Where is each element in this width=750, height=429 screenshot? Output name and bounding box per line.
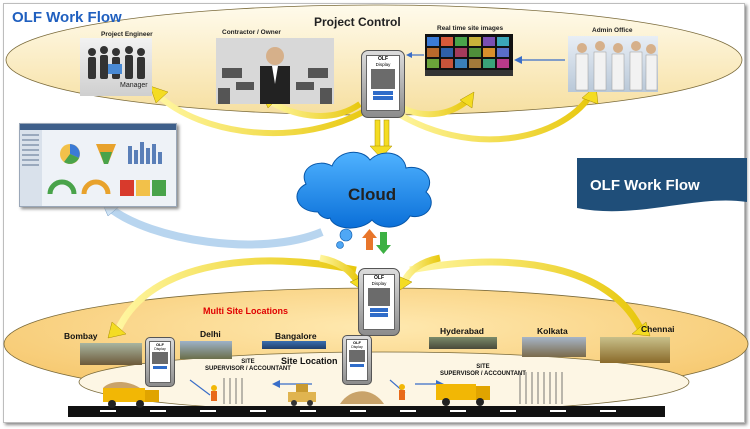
bombay-site-photo bbox=[80, 343, 142, 365]
chennai-site-photo bbox=[600, 337, 670, 363]
admin-office-label: Admin Office bbox=[592, 27, 633, 34]
delhi-site-photo bbox=[180, 341, 232, 359]
cloud-label: Cloud bbox=[348, 185, 397, 204]
project-engineer-photo bbox=[80, 38, 152, 96]
outer-frame bbox=[3, 3, 745, 423]
admin-office-photo bbox=[568, 36, 658, 92]
supervisor-left-line2: SUPERVISOR / ACCOUNTANT bbox=[205, 366, 291, 372]
olf-device-top: OLF Display bbox=[361, 50, 405, 118]
olf-device-bottom: OLF Display bbox=[358, 268, 400, 336]
manager-label: Manager bbox=[120, 82, 148, 89]
site-device-middle-title: OLF bbox=[353, 340, 361, 345]
supervisor-label-left: SITE SUPERVISOR / ACCOUNTANT bbox=[205, 359, 291, 373]
device-subtitle: Display bbox=[375, 62, 391, 67]
dashboard-screenshot bbox=[19, 123, 177, 207]
city-delhi: Delhi bbox=[200, 329, 221, 339]
city-hyderabad: Hyderabad bbox=[440, 326, 484, 336]
device-subtitle-bottom: Display bbox=[371, 281, 387, 286]
supervisor-label-right: SITE SUPERVISOR / ACCOUNTANT bbox=[440, 364, 526, 378]
road-strip bbox=[68, 406, 665, 417]
project-control-title: Project Control bbox=[314, 15, 401, 29]
site-device-left: OLF Display bbox=[145, 337, 175, 387]
arrow-to-chennai bbox=[409, 258, 644, 330]
bangalore-site-photo bbox=[262, 341, 326, 349]
banner-shape bbox=[577, 158, 747, 212]
realtime-images-photo-2 bbox=[425, 70, 513, 76]
site-location-label: Site Location bbox=[281, 356, 338, 366]
city-bangalore: Bangalore bbox=[275, 331, 317, 341]
site-device-left-title: OLF bbox=[156, 342, 164, 347]
supervisor-right-line2: SUPERVISOR / ACCOUNTANT bbox=[440, 371, 526, 377]
site-device-middle: OLF Display bbox=[342, 335, 372, 385]
multi-site-label: Multi Site Locations bbox=[203, 306, 289, 316]
realtime-label: Real time site images bbox=[437, 25, 504, 32]
arrow-to-admin bbox=[390, 94, 593, 143]
site-device-left-subtitle: Display bbox=[154, 347, 166, 351]
kolkata-site-photo bbox=[522, 337, 586, 357]
arrow-to-manager bbox=[155, 92, 372, 137]
arrow-to-bombay bbox=[114, 257, 357, 332]
supervisor-right-line1: SITE bbox=[476, 364, 490, 370]
hyderabad-site-photo bbox=[429, 337, 497, 349]
cloud-shape bbox=[296, 151, 432, 249]
city-kolkata: Kolkata bbox=[537, 326, 568, 336]
banner-text: OLF Work Flow bbox=[590, 177, 700, 194]
contractor-photo bbox=[216, 38, 334, 104]
project-engineer-label: Project Engineer bbox=[101, 31, 153, 38]
arrow-to-dashboard bbox=[107, 204, 324, 249]
city-chennai: Chennai bbox=[641, 324, 675, 334]
device-title: OLF bbox=[378, 56, 388, 62]
supervisor-left-line1: SITE bbox=[241, 359, 255, 365]
city-bombay: Bombay bbox=[64, 331, 98, 341]
realtime-images-photo bbox=[425, 34, 513, 72]
header-title: OLF Work Flow bbox=[12, 9, 122, 26]
site-device-middle-subtitle: Display bbox=[351, 345, 363, 349]
device-title-bottom: OLF bbox=[374, 275, 384, 281]
arrow-to-contractor bbox=[266, 97, 362, 119]
contractor-label: Contractor / Owner bbox=[222, 29, 281, 36]
